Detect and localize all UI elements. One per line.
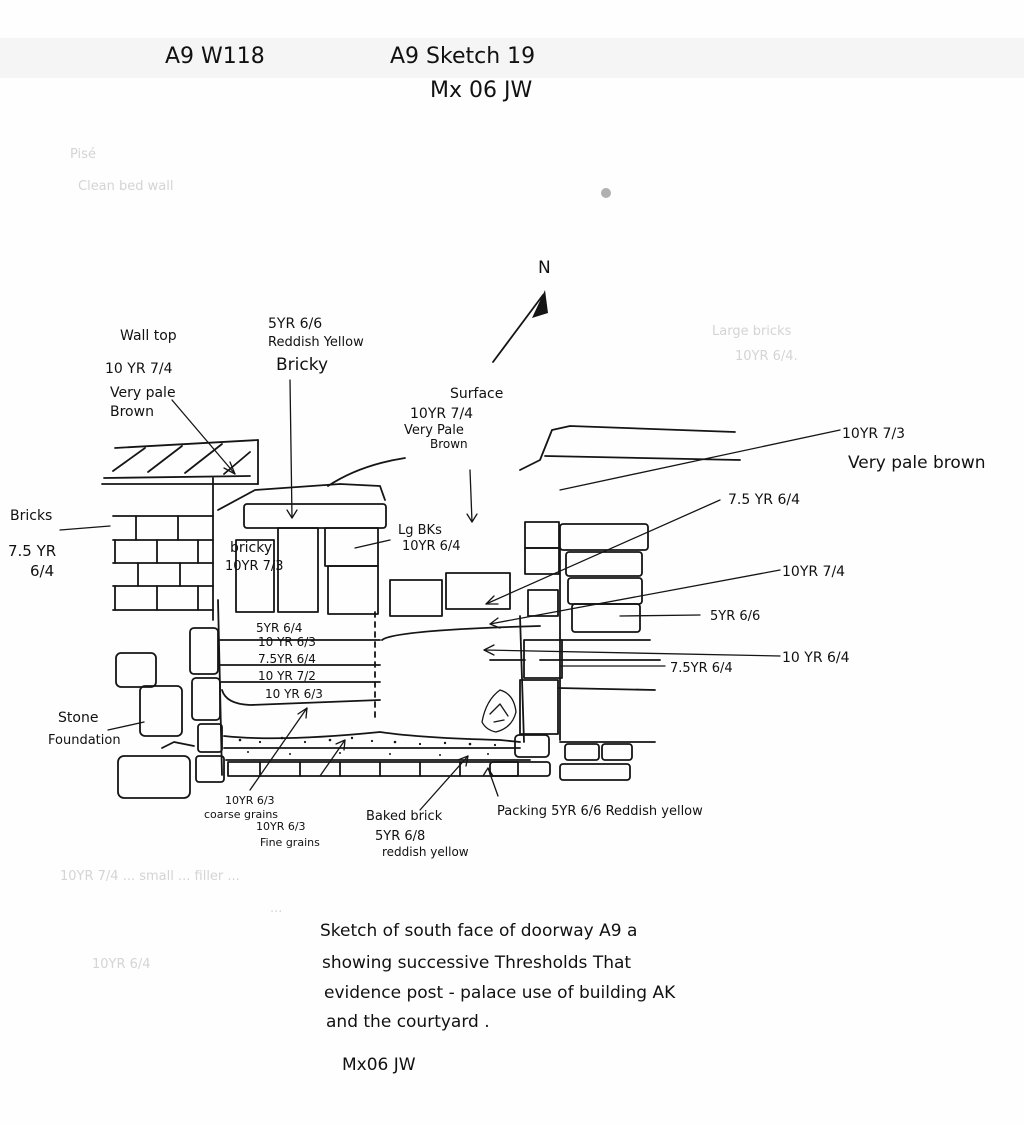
leader-lines: [59, 379, 841, 811]
wall-structure: [101, 425, 741, 799]
right-top-color: 10YR 7/3: [842, 426, 905, 442]
right-layer-4-label: 10 YR 6/4: [782, 650, 850, 666]
scan-top-band: [0, 38, 1024, 78]
layer-3-label: 7.5YR 6/4: [258, 652, 316, 666]
baked-brick-desc: reddish yellow: [382, 845, 469, 859]
layer-1-label: 5YR 6/4: [256, 621, 302, 635]
right-layer-3-label: 5YR 6/6: [710, 609, 760, 624]
lg-bks-label: Lg BKs: [398, 523, 442, 538]
coarse-grains-label: coarse grains: [204, 808, 278, 821]
bricky-inner-label: bricky: [230, 540, 272, 556]
layer-grains: [238, 736, 497, 756]
show-through-upper-left-1: Pisé: [70, 147, 96, 162]
stone-foundation-label-2: Foundation: [48, 733, 121, 748]
caption-line-3: evidence post - palace use of building A…: [324, 983, 676, 1003]
baked-brick-color: 5YR 6/8: [375, 829, 425, 844]
right-layer-5-label: 7.5YR 6/4: [670, 661, 733, 676]
right-layer-1-label: 7.5 YR 6/4: [728, 492, 800, 508]
wall-top-desc-1: Very pale: [110, 385, 176, 401]
packing-label: Packing 5YR 6/6 Reddish yellow: [497, 804, 703, 819]
bricks-left-label: Bricks: [10, 508, 52, 524]
bricky-top-desc: Reddish Yellow: [268, 335, 364, 350]
surface-desc-1: Very Pale: [404, 423, 464, 438]
baked-brick-label: Baked brick: [366, 809, 443, 824]
wall-top-label: Wall top: [120, 328, 177, 344]
fine-grains-color: 10YR 6/3: [256, 820, 306, 833]
layer-4-label: 10 YR 7/2: [258, 669, 316, 683]
bricky-inner-color: 10YR 7/3: [225, 559, 284, 574]
wall-top-desc-2: Brown: [110, 404, 154, 420]
bricky-top-color: 5YR 6/6: [268, 316, 322, 332]
show-through-lower-left: 10YR 6/4: [92, 957, 151, 972]
sheet-number: A9 Sketch 19: [390, 44, 535, 69]
show-through-upper-right-1: Large bricks: [712, 324, 792, 339]
sheet-reference: A9 W118: [165, 44, 265, 69]
signature: Mx06 JW: [342, 1055, 416, 1075]
surface-desc-2: Brown: [430, 437, 468, 451]
surface-color: 10YR 7/4: [410, 406, 473, 422]
caption-line-2: showing successive Thresholds That: [322, 953, 631, 973]
surface-label: Surface: [450, 386, 503, 402]
show-through-upper-right-2: 10YR 6/4.: [735, 349, 798, 364]
fine-grains-label: Fine grains: [260, 836, 320, 849]
lg-bks-color: 10YR 6/4: [402, 539, 461, 554]
show-through-lower-line-1: 10YR 7/4 ... small ... filler ...: [60, 869, 240, 884]
caption-line-4: and the courtyard .: [326, 1012, 490, 1032]
coarse-grains-color: 10YR 6/3: [225, 794, 275, 807]
sheet-header: A9 W118 A9 Sketch 19 Mx 06 JW: [165, 44, 535, 103]
right-layer-2-label: 10YR 7/4: [782, 564, 845, 580]
show-through-upper-left-2: Clean bed wall: [78, 179, 173, 194]
north-label: N: [538, 258, 551, 278]
north-arrow-icon: N: [492, 258, 551, 363]
sketch-caption: Sketch of south face of doorway A9 a sho…: [320, 921, 676, 1075]
layer-5-label: 10 YR 6/3: [265, 687, 323, 701]
layer-2-label: 10 YR 6/3: [258, 635, 316, 649]
header-initials: Mx 06 JW: [430, 78, 532, 103]
bricks-left-color-2: 6/4: [30, 562, 54, 580]
rubble-fill: [481, 689, 517, 733]
sketch-annotations: Wall top 10 YR 7/4 Very pale Brown 5YR 6…: [8, 316, 986, 859]
show-through-writing: Pisé Clean bed wall Large bricks 10YR 6/…: [60, 147, 798, 972]
caption-line-1: Sketch of south face of doorway A9 a: [320, 921, 637, 941]
right-top-desc: Very pale brown: [848, 453, 986, 473]
show-through-lower-line-2: ...: [270, 901, 282, 916]
wall-top-color: 10 YR 7/4: [105, 361, 173, 377]
stone-foundation-label-1: Stone: [58, 710, 98, 726]
bricks-left-color-1: 7.5 YR: [8, 542, 56, 560]
bricky-top-label: Bricky: [276, 355, 328, 375]
ink-spot: [601, 188, 611, 198]
